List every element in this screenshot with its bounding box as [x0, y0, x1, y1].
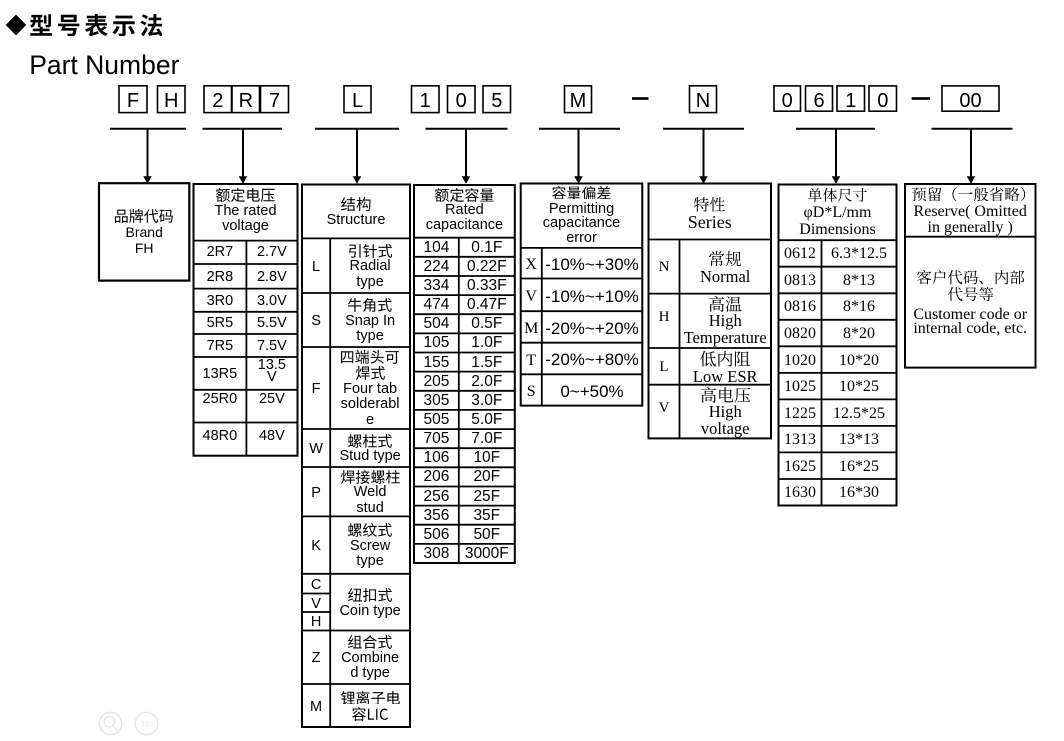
svg-text:100: 100	[141, 721, 152, 728]
